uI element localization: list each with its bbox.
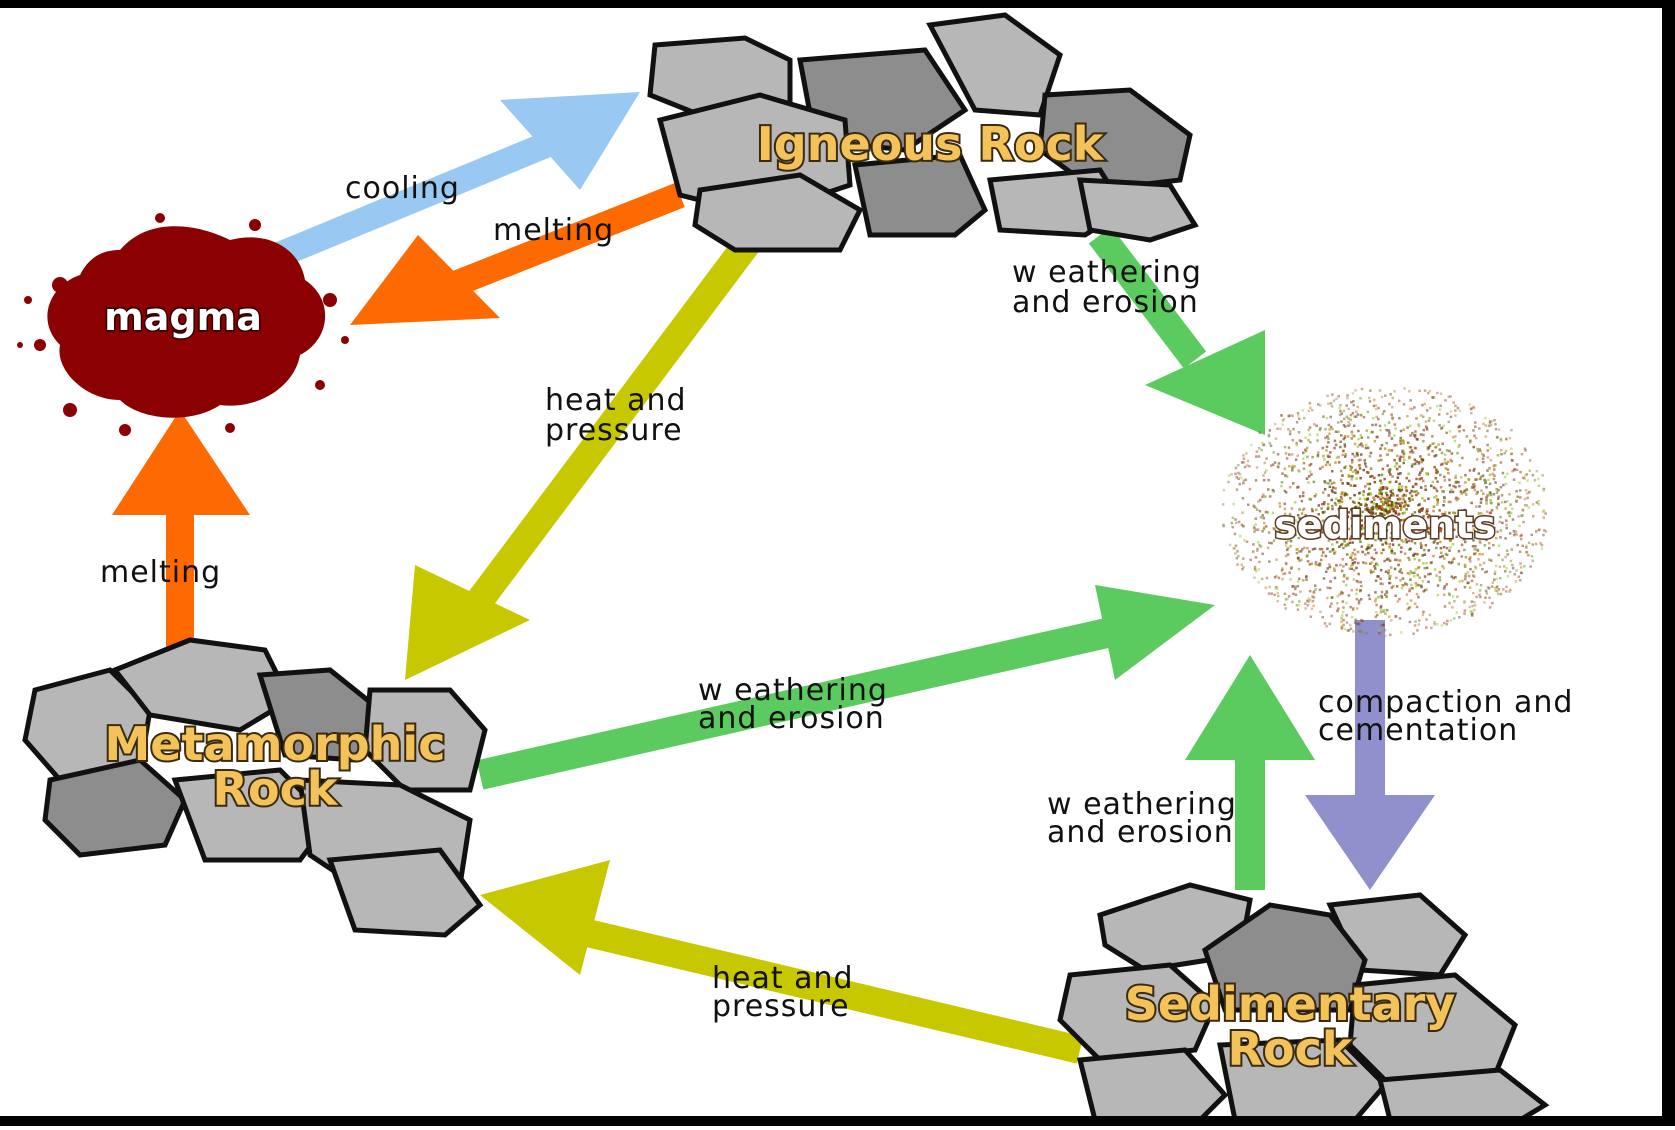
weathering-label-igneous-line2: and erosion xyxy=(1012,285,1199,320)
metamorphic-rock-label-line1: Metamorphic xyxy=(105,717,446,771)
bottom-border xyxy=(0,1116,1675,1126)
weathering-label-sedimentary-line2: and erosion xyxy=(1047,815,1234,850)
heat-pressure-label-igneous-line1: heat and xyxy=(545,383,687,418)
compaction-label-line2: cementation xyxy=(1318,713,1518,748)
weathering-label-metamorphic-line2: and erosion xyxy=(698,701,885,736)
metamorphic-rock-label-line2: Rock xyxy=(213,762,339,816)
melting-label-igneous: melting xyxy=(493,213,614,248)
compaction-label-line1: compaction and xyxy=(1318,685,1573,720)
heat-pressure-label-sedimentary-line1: heat and xyxy=(712,961,854,996)
cooling-arrow xyxy=(250,92,640,278)
heat-pressure-label-sedimentary-line2: pressure xyxy=(712,989,850,1024)
compaction-arrow xyxy=(1305,620,1435,890)
cooling-label: cooling xyxy=(345,171,460,206)
weathering-label-igneous-line1: w eathering xyxy=(1012,255,1202,290)
weathering-arrow-metamorphic xyxy=(476,585,1215,790)
sediments-node: sediments xyxy=(1221,387,1548,638)
melting-arrow-metamorphic xyxy=(112,410,250,650)
melting-arrow-igneous xyxy=(350,182,685,325)
weathering-label-sedimentary-line1: w eathering xyxy=(1047,787,1237,822)
metamorphic-rock-node: Metamorphic Rock xyxy=(22,637,488,938)
magma-node: magma xyxy=(17,213,349,436)
magma-label: magma xyxy=(104,295,262,339)
weathering-arrow-igneous xyxy=(1088,226,1265,435)
sedimentary-rock-node: Sedimentary Rock xyxy=(1057,882,1550,1123)
heat-pressure-label-igneous-line2: pressure xyxy=(545,413,683,448)
heat-pressure-arrow-sedimentary xyxy=(480,860,1084,1064)
weathering-label-metamorphic-line1: w eathering xyxy=(698,673,888,708)
igneous-rock-label: Igneous Rock xyxy=(757,117,1105,171)
igneous-rock-node: Igneous Rock xyxy=(647,12,1199,253)
sediments-label: sediments xyxy=(1274,503,1496,547)
sedimentary-rock-label-line1: Sedimentary xyxy=(1125,977,1456,1031)
sedimentary-rock-label-line2: Rock xyxy=(1228,1022,1354,1076)
right-border xyxy=(1662,0,1675,1126)
weathering-arrow-sedimentary xyxy=(1185,655,1315,890)
sediment-particles xyxy=(1221,387,1548,638)
melting-label-metamorphic: melting xyxy=(100,555,221,590)
top-border xyxy=(0,0,1675,8)
heat-pressure-arrow-igneous xyxy=(405,231,762,680)
